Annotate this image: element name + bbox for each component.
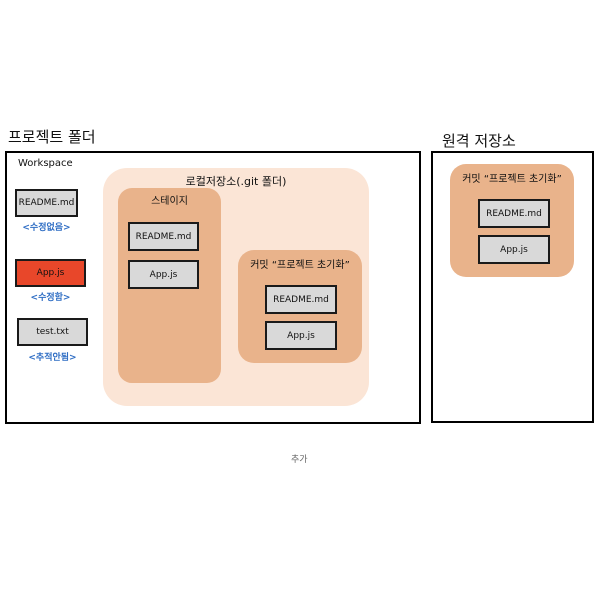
remote-commit-file-appjs[interactable]: App.js xyxy=(478,235,550,264)
local-repo-title: 로컬저장소(.git 폴더) xyxy=(185,175,287,188)
stage-title: 스테이지 xyxy=(151,196,188,207)
remote-commit-file-readme[interactable]: README.md xyxy=(478,199,550,228)
workspace-status-readme: <수정없음> xyxy=(22,223,71,233)
workspace-status-appjs: <수정함> xyxy=(30,293,71,303)
local-commit-title: 커밋 “프로젝트 초기화” xyxy=(250,260,350,271)
workspace-status-testtxt: <추적안됨> xyxy=(28,353,77,363)
local-commit-file-appjs[interactable]: App.js xyxy=(265,321,337,350)
local-commit-file-readme[interactable]: README.md xyxy=(265,285,337,314)
workspace-file-testtxt[interactable]: test.txt xyxy=(17,318,88,346)
workspace-file-appjs[interactable]: App.js xyxy=(15,259,86,287)
stage-file-readme[interactable]: README.md xyxy=(128,222,199,251)
caption-text: 추가 xyxy=(291,455,308,465)
stage-file-appjs[interactable]: App.js xyxy=(128,260,199,289)
remote-commit-title: 커밋 “프로젝트 초기화” xyxy=(462,174,562,185)
remote-repo-title: 원격 저장소 xyxy=(442,132,516,150)
workspace-label: Workspace xyxy=(18,158,73,169)
workspace-file-readme[interactable]: README.md xyxy=(15,189,78,217)
project-folder-title: 프로젝트 폴더 xyxy=(8,128,96,146)
